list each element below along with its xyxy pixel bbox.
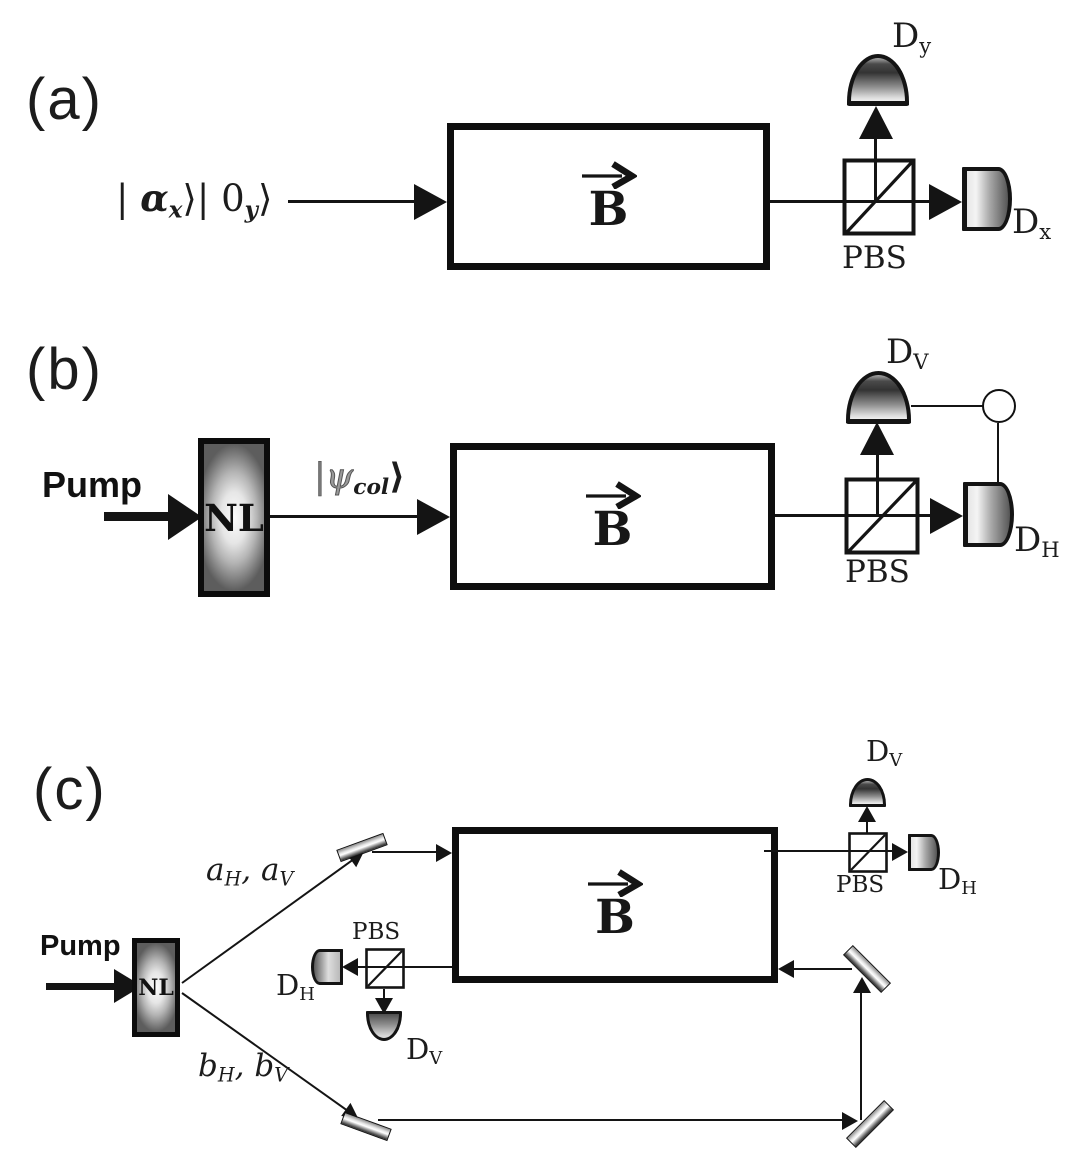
nl-c-label: NL xyxy=(138,974,174,1001)
pbs-cube-c-left-icon xyxy=(365,948,405,989)
zero-subscript: y xyxy=(244,196,258,224)
pump-c-label: Pump xyxy=(40,930,121,962)
beam-b-vertical-line xyxy=(860,992,862,1120)
arrowhead-up-dv-icon xyxy=(858,806,876,822)
detector-dx-icon xyxy=(962,167,1012,231)
b-letter: B xyxy=(592,501,633,557)
coincidence-counter-icon xyxy=(982,389,1016,423)
pbs-b-label: PBS xyxy=(845,554,910,590)
panel-a-label: (a) xyxy=(26,67,103,132)
input-state-label: | αx⟩| 0y⟩ xyxy=(116,176,272,223)
b-vector-symbol-c: B xyxy=(587,869,643,941)
detector-dv-b-icon xyxy=(846,371,911,424)
nl-b-label: NL xyxy=(204,495,264,540)
arrowhead-to-dh-b-icon xyxy=(930,498,963,534)
detector-dh-c-left-label: DH xyxy=(276,968,315,1006)
b-letter: B xyxy=(595,890,635,946)
arrowhead-into-bbox-b-icon xyxy=(417,499,450,535)
detector-dv-c-left-label: DV xyxy=(406,1032,443,1070)
panel-b-label: (b) xyxy=(26,337,103,402)
collective-state-label: |ψcol⟩ xyxy=(314,456,406,501)
detector-dh-c-left-icon xyxy=(311,949,343,985)
arrowhead-to-dx-icon xyxy=(929,184,962,220)
detector-dy-label: Dy xyxy=(892,16,932,58)
coincidence-line-h xyxy=(911,405,984,407)
arrowhead-to-dy-icon xyxy=(859,106,893,139)
vector-arrow-icon xyxy=(581,160,637,189)
beam-a-output-line xyxy=(770,200,932,203)
detector-dv-b-label: DV xyxy=(886,332,929,374)
b-vector-symbol-b: B xyxy=(585,480,641,557)
pump-c-beam xyxy=(46,983,116,990)
detector-dy-icon xyxy=(847,54,909,106)
beam-right-unit-line xyxy=(764,850,896,852)
pbs-cube-c-right-icon xyxy=(848,832,888,873)
pump-b-label: Pump xyxy=(42,464,143,505)
arrowhead-right-dh-icon xyxy=(892,843,908,861)
b-field-box-b: B xyxy=(450,443,775,590)
alpha-symbol: α xyxy=(140,176,169,220)
detector-dv-c-left-icon xyxy=(366,1011,402,1041)
arrowhead-into-bbox-a-icon xyxy=(414,184,447,220)
detector-dh-c-right-icon xyxy=(908,834,940,871)
beam-a-reflected-line xyxy=(874,136,877,202)
b-letter: B xyxy=(588,181,629,237)
detector-dh-c-right-label: DH xyxy=(938,862,977,900)
panel-c-label: (c) xyxy=(33,757,107,822)
pbs-cube-b-icon xyxy=(844,477,920,555)
arrowhead-bottom-right-icon xyxy=(842,1112,858,1130)
beam-right-unit-up-line xyxy=(866,810,868,834)
beam-b-bottom-line xyxy=(378,1119,846,1121)
vector-arrow-icon xyxy=(588,869,643,898)
mirror-bottom-left-icon xyxy=(340,1111,392,1142)
pbs-a-label: PBS xyxy=(842,240,907,276)
detector-dv-c-right-label: DV xyxy=(866,734,903,772)
b-vector-symbol-a: B xyxy=(581,160,637,237)
ket-close: ⟩ xyxy=(257,177,273,220)
arrowhead-b-into-bbox-icon xyxy=(778,960,794,978)
beam-b-into-bbox-line xyxy=(792,968,852,970)
pump-b-beam xyxy=(104,512,172,521)
detector-dv-c-right-icon xyxy=(849,778,886,807)
arrowhead-a-into-bbox-icon xyxy=(436,844,452,862)
beam-b-state-line xyxy=(270,515,420,518)
arrowhead-left-dh-icon xyxy=(342,958,358,976)
b-field-box-c: B xyxy=(452,827,778,983)
beam-b-output-line xyxy=(775,514,933,517)
pbs-c-right-label: PBS xyxy=(836,872,885,898)
detector-dh-b-icon xyxy=(963,482,1014,547)
arrowhead-to-dv-b-icon xyxy=(860,422,894,455)
mode-a-label: aH, aV xyxy=(206,852,294,891)
b-field-box-a: B xyxy=(447,123,770,270)
beam-a-input-line xyxy=(288,200,416,203)
coincidence-line-v xyxy=(997,423,999,485)
alpha-subscript: x xyxy=(168,196,183,224)
ket-mid: ⟩| 0 xyxy=(182,177,245,220)
detector-dx-label: Dx xyxy=(1012,202,1052,244)
nl-crystal-b: NL xyxy=(198,438,270,597)
detector-dh-b-label: DH xyxy=(1014,520,1060,562)
mode-b-label: bH, bV xyxy=(198,1048,289,1087)
arrowhead-down-dv-icon xyxy=(375,998,393,1014)
beam-b-reflected-line xyxy=(876,452,879,515)
vector-arrow-icon xyxy=(585,480,641,509)
pump-b-arrowhead-icon xyxy=(168,494,202,540)
ket-bar: | xyxy=(116,177,141,220)
pbs-c-left-label: PBS xyxy=(352,919,401,945)
pbs-cube-a-icon xyxy=(842,158,916,236)
arrowhead-up-right-icon xyxy=(853,977,871,993)
nl-crystal-c: NL xyxy=(132,938,180,1037)
beam-a-to-bbox-line xyxy=(372,851,438,853)
